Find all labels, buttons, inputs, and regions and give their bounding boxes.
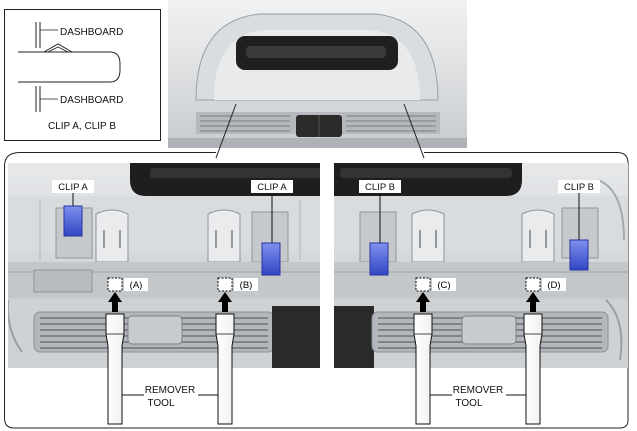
point-d: (D)	[525, 277, 566, 292]
tag-clip-a-right: CLIP A	[257, 182, 287, 193]
zoom-lines	[215, 103, 425, 159]
clip-leaders	[72, 192, 580, 243]
point-c: (C)	[415, 277, 456, 292]
tool-b	[215, 313, 235, 425]
left-detail-photo	[8, 163, 320, 368]
clip-tags: CLIP A CLIP A CLIP B CLIP B	[52, 180, 600, 193]
tag-clip-a-left: CLIP A	[58, 182, 88, 193]
tool-labels: REMOVER TOOL REMOVER TOOL	[145, 385, 504, 409]
tool-d	[523, 313, 543, 425]
clip-a-left	[63, 205, 83, 237]
arrow-up-a	[108, 292, 122, 312]
tool-c	[413, 313, 433, 425]
arrow-up-b	[218, 292, 232, 312]
tag-clip-b-right: CLIP B	[564, 182, 594, 193]
arrows	[108, 292, 540, 312]
clip-a-right	[261, 242, 281, 276]
arrow-up-c	[416, 292, 430, 312]
insertion-points: (A) (B) (C) (D)	[107, 277, 566, 292]
left-tool-label-1: REMOVER	[145, 385, 196, 396]
right-tool-label-1: REMOVER	[453, 385, 504, 396]
clip-b-right	[569, 239, 589, 271]
panel-divider	[320, 163, 334, 368]
overview-photo	[168, 0, 467, 148]
inset-bottom-label: DASHBOARD	[60, 95, 123, 106]
label-point-d: (D)	[547, 280, 560, 291]
detail-frame	[4, 152, 629, 429]
label-point-b: (B)	[240, 280, 253, 291]
inset-top-label: DASHBOARD	[60, 27, 123, 38]
inset-box: DASHBOARD DASHBOARD CLIP A, CLIP B	[4, 9, 161, 141]
label-point-a: (A)	[130, 280, 143, 291]
point-a: (A)	[107, 277, 148, 292]
clip-b-left	[369, 242, 389, 276]
point-b: (B)	[217, 277, 258, 292]
arrow-up-d	[526, 292, 540, 312]
label-point-c: (C)	[437, 280, 450, 291]
tag-clip-b-left: CLIP B	[365, 182, 395, 193]
left-tool-label-2: TOOL	[147, 398, 174, 409]
inset-caption: CLIP A, CLIP B	[48, 121, 116, 132]
right-tool-label-2: TOOL	[455, 398, 482, 409]
tool-a	[105, 313, 125, 425]
clips	[63, 205, 589, 276]
remover-tools	[105, 313, 543, 425]
